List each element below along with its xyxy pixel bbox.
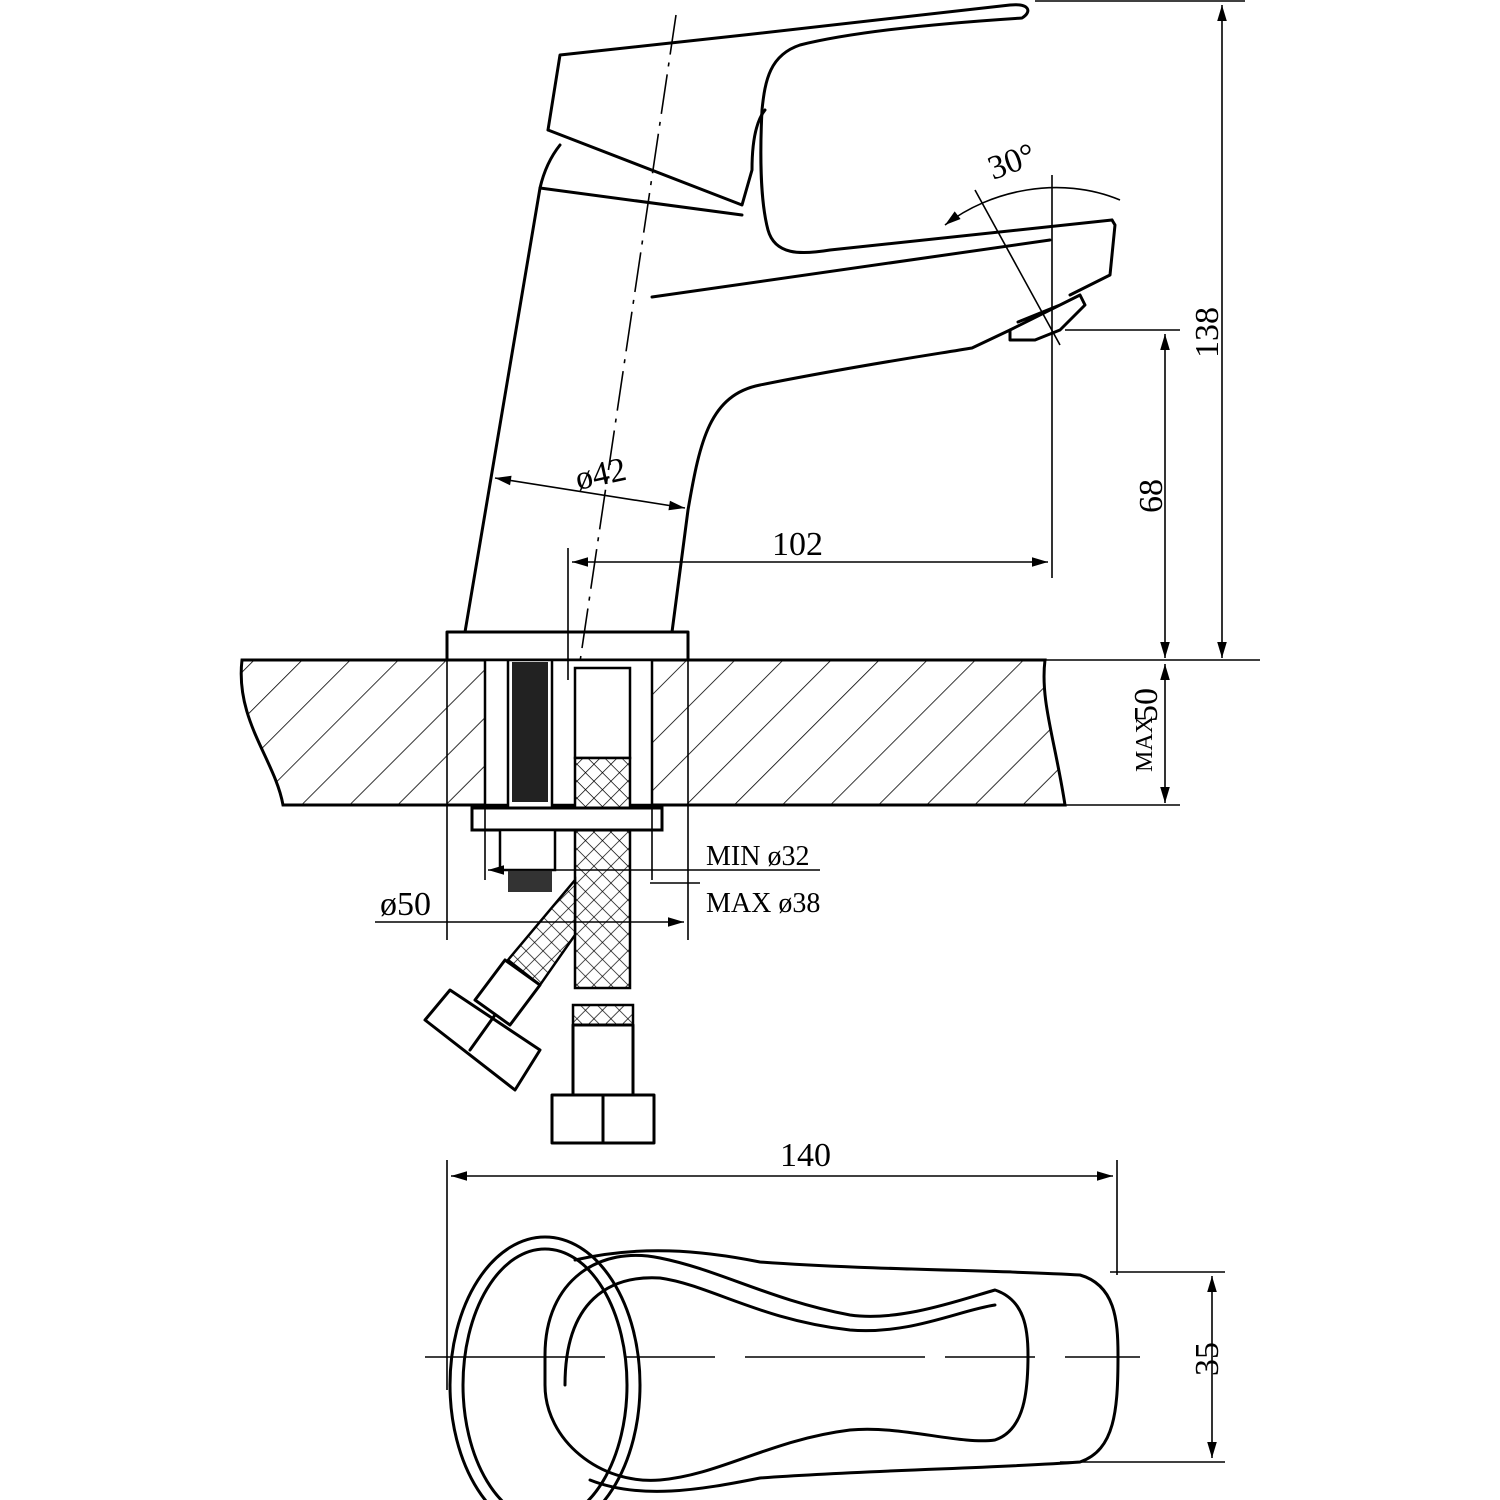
angle-label: 30° [983,136,1040,187]
handle-outline-top [543,1253,1030,1482]
lower-plate [470,806,664,832]
dimension-lines [375,0,1260,940]
hole-max-label: MAX ø38 [706,888,820,919]
spout-reach-label: 102 [772,526,823,563]
hole-min-label: MIN ø32 [706,841,809,872]
faucet-top-view [425,1160,1225,1500]
handle-base [546,108,767,207]
total-height-label: 138 [1189,307,1226,358]
countertop-max-value: 50 [1128,688,1165,722]
body-right [670,328,1012,634]
countertop-max-label: MAX [1132,716,1158,772]
body-outline-top [573,1249,1120,1493]
aerator [1008,293,1087,342]
angled-fitting [473,958,542,1027]
spout-top [650,218,1117,299]
base-inner [461,1247,629,1500]
lower-nut [498,828,557,872]
lower-fitting [571,1023,635,1097]
top-length-label: 140 [780,1137,831,1174]
dimension-labels: 30° 138 68 ø42 102 MAX 50 MIN ø32 MAX ø3… [380,136,1226,1376]
hose-connector [573,666,632,760]
handle-inner-top [563,1276,997,1387]
base-outer [448,1235,642,1500]
spout-height-label: 68 [1133,479,1170,513]
top-width-label: 35 [1189,1342,1226,1376]
nut-thread [508,870,552,892]
base-diameter-label: ø50 [380,886,431,923]
hose-vertical [573,756,632,990]
faucet-side-view [239,3,1117,1145]
hose-lower [571,1003,635,1027]
body-left [463,186,542,634]
angled-hex-nut [423,988,542,1092]
cartridge-cap [538,143,744,217]
body-diameter-label: ø42 [572,451,630,498]
stud-thread [512,662,548,802]
handle-lever [546,3,1114,255]
